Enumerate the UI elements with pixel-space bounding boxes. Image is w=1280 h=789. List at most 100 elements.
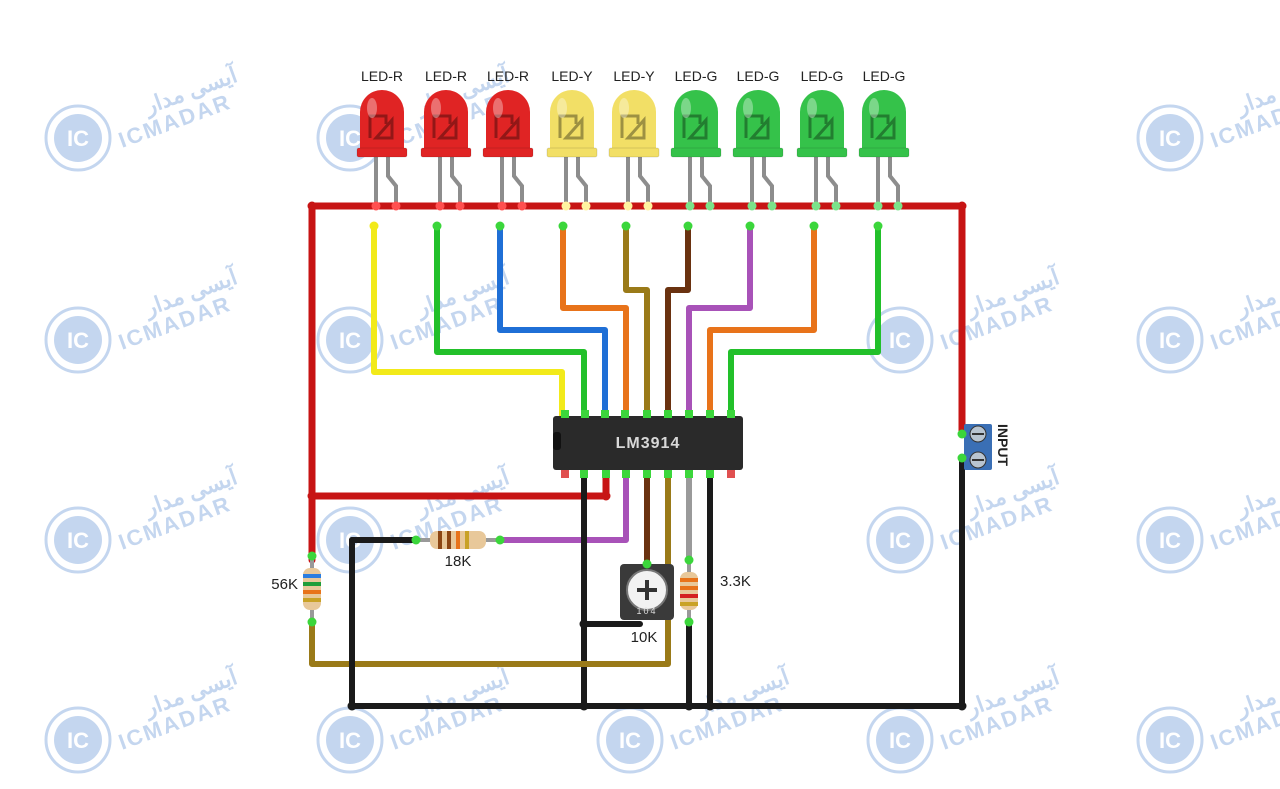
watermark-logo-ring <box>44 104 112 172</box>
led-flange <box>608 147 660 158</box>
led-lead-anode <box>762 150 774 210</box>
led-internal <box>368 114 394 140</box>
resistor-band <box>456 531 460 549</box>
ic-lm3914: LM3914 <box>553 410 743 478</box>
led-flange <box>732 147 784 158</box>
led-pin-anode <box>767 201 777 211</box>
resistor-3k3-pin-bottom <box>684 617 694 627</box>
led-body <box>612 90 656 150</box>
ic-pin-bottom-9 <box>727 470 735 478</box>
led-wire-endpoint <box>621 221 631 231</box>
led-highlight <box>807 98 817 118</box>
led-wire-endpoint <box>495 221 505 231</box>
led-label: LED-Y <box>551 68 593 84</box>
led-flange <box>482 147 534 158</box>
led-lead-anode <box>512 150 524 210</box>
led-lead-anode <box>576 150 588 210</box>
watermark-logo-ring <box>1136 706 1204 774</box>
led-7 <box>732 90 784 210</box>
ic-pin-top-9 <box>727 410 735 418</box>
led-8 <box>796 90 848 210</box>
led-wire-endpoint <box>683 221 693 231</box>
junction-dot <box>601 491 611 501</box>
ic-pin-top-5 <box>643 410 651 418</box>
terminal-pin-1 <box>957 429 967 439</box>
led-body <box>800 90 844 150</box>
resistor-18k-pin-left <box>411 535 421 545</box>
led-body <box>486 90 530 150</box>
led-body <box>424 90 468 150</box>
led-label: LED-G <box>863 68 906 84</box>
resistor-3k3 <box>680 560 698 622</box>
led-internal <box>808 114 834 140</box>
led-internal <box>682 114 708 140</box>
led-2 <box>420 90 472 210</box>
led-pin-anode <box>517 201 527 211</box>
led-wire-endpoint <box>369 221 379 231</box>
watermark-logo-text: IC <box>339 328 361 353</box>
wires-layer <box>308 202 966 709</box>
watermark-logo-disc <box>326 716 374 764</box>
led-internal <box>744 114 770 140</box>
led-lead-anode <box>826 150 838 210</box>
led-label: LED-G <box>801 68 844 84</box>
watermark-logo-text: IC <box>889 728 911 753</box>
ic-pin-bottom-3 <box>602 470 610 478</box>
led-label: LED-G <box>737 68 780 84</box>
led-label: LED-G <box>675 68 718 84</box>
resistor-3k3-label: 3.3K <box>720 573 751 590</box>
led-body <box>674 90 718 150</box>
led-flange <box>796 147 848 158</box>
led-highlight <box>743 98 753 118</box>
resistor-56k-label: 56K <box>271 576 298 593</box>
led-lead-anode <box>700 150 712 210</box>
led-wire-endpoint <box>745 221 755 231</box>
led-body <box>550 90 594 150</box>
led-4 <box>546 90 598 210</box>
ic-pin-bottom-7 <box>685 470 693 478</box>
watermark-logo-disc <box>876 316 924 364</box>
vcc-rail-top-wire <box>308 202 966 438</box>
junction-dot <box>307 201 317 211</box>
led-highlight <box>619 98 629 118</box>
led-label: LED-R <box>487 68 529 84</box>
resistor-band <box>680 578 698 582</box>
watermark-logo-ring <box>1136 506 1204 574</box>
resistor-band <box>303 598 321 602</box>
led-pin-anode <box>705 201 715 211</box>
resistor-band <box>303 590 321 594</box>
led-signal-wire-9 <box>728 223 881 419</box>
led-flange <box>356 147 408 158</box>
resistor-band <box>680 594 698 598</box>
led-pin-cathode <box>685 201 695 211</box>
watermark-logo-text: IC <box>889 528 911 553</box>
watermark-logo-ring <box>44 506 112 574</box>
watermark-logo-disc <box>606 716 654 764</box>
led-body <box>862 90 906 150</box>
led-pin-cathode <box>623 201 633 211</box>
junction-dot <box>705 701 715 711</box>
watermark-logo-disc <box>876 716 924 764</box>
junction-dot <box>579 619 589 629</box>
led-flange <box>420 147 472 158</box>
led-pin-cathode <box>497 201 507 211</box>
ic-notch <box>553 432 561 450</box>
pot-pin-wiper <box>642 559 652 569</box>
watermark-logo-ring <box>866 506 934 574</box>
watermark-logo-ring <box>1136 104 1204 172</box>
watermark-logo-text: IC <box>1159 328 1181 353</box>
ground-rail-wire <box>349 455 965 709</box>
led-6 <box>670 90 722 210</box>
led-3 <box>482 90 534 210</box>
junction-dot <box>684 701 694 711</box>
ic-pin-top-6 <box>664 410 672 418</box>
